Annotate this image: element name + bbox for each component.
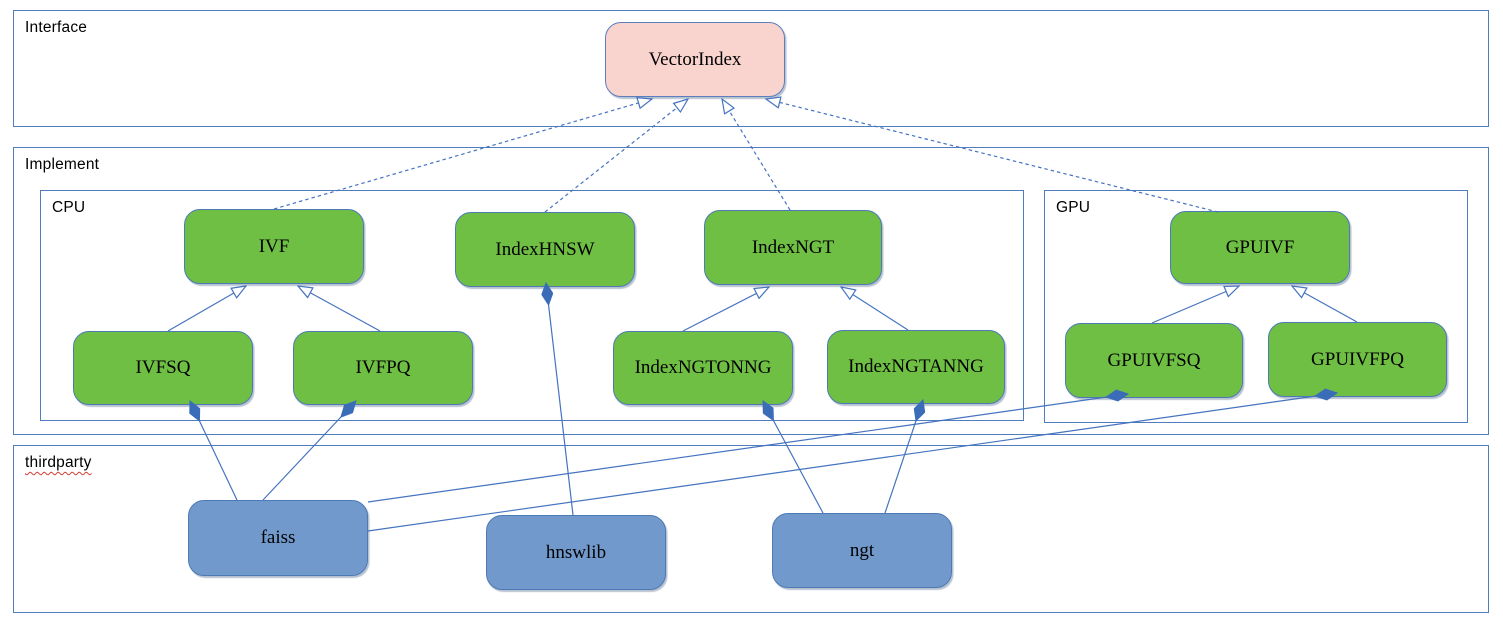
node-ivfpq-label: IVFPQ <box>355 357 411 378</box>
node-hnswlib[interactable]: hnswlib <box>486 515 666 590</box>
node-ivfsq-label: IVFSQ <box>135 357 191 378</box>
node-faiss[interactable]: faiss <box>188 500 368 576</box>
node-ivfpq[interactable]: IVFPQ <box>293 331 473 405</box>
node-indexngtanng-label: IndexNGTANNG <box>848 356 984 377</box>
node-indexngt[interactable]: IndexNGT <box>704 210 882 285</box>
node-ngt-label: ngt <box>849 539 875 561</box>
node-gpuivfsq[interactable]: GPUIVFSQ <box>1065 323 1243 398</box>
container-label-implement: Implement <box>25 156 100 173</box>
node-indexhnsw-label: IndexHNSW <box>495 238 595 260</box>
node-ivfsq[interactable]: IVFSQ <box>73 331 253 405</box>
node-indexngtonng[interactable]: IndexNGTONNG <box>613 331 793 405</box>
container-label-gpu: GPU <box>1056 199 1091 216</box>
node-vectorindex-label: VectorIndex <box>648 48 742 70</box>
node-gpuivf-label: GPUIVF <box>1225 236 1295 258</box>
node-indexngt-label: IndexNGT <box>751 236 835 258</box>
node-gpuivfpq[interactable]: GPUIVFPQ <box>1268 322 1447 397</box>
node-gpuivfpq-label: GPUIVFPQ <box>1311 348 1404 370</box>
node-ivf[interactable]: IVF <box>184 209 364 284</box>
node-gpuivfsq-label: GPUIVFSQ <box>1107 349 1201 371</box>
container-label-thirdparty: thirdparty <box>25 454 92 471</box>
container-label-cpu: CPU <box>52 199 86 216</box>
node-indexhnsw[interactable]: IndexHNSW <box>455 212 635 287</box>
container-label-interface: Interface <box>25 19 88 36</box>
node-hnswlib-label: hnswlib <box>545 541 607 563</box>
node-vectorindex[interactable]: VectorIndex <box>605 22 785 97</box>
node-faiss-label: faiss <box>260 527 296 548</box>
node-indexngtanng[interactable]: IndexNGTANNG <box>827 330 1005 404</box>
node-ivf-label: IVF <box>258 235 290 257</box>
node-gpuivf[interactable]: GPUIVF <box>1170 211 1350 284</box>
node-ngt[interactable]: ngt <box>772 513 952 588</box>
node-indexngtonng-label: IndexNGTONNG <box>634 357 772 378</box>
